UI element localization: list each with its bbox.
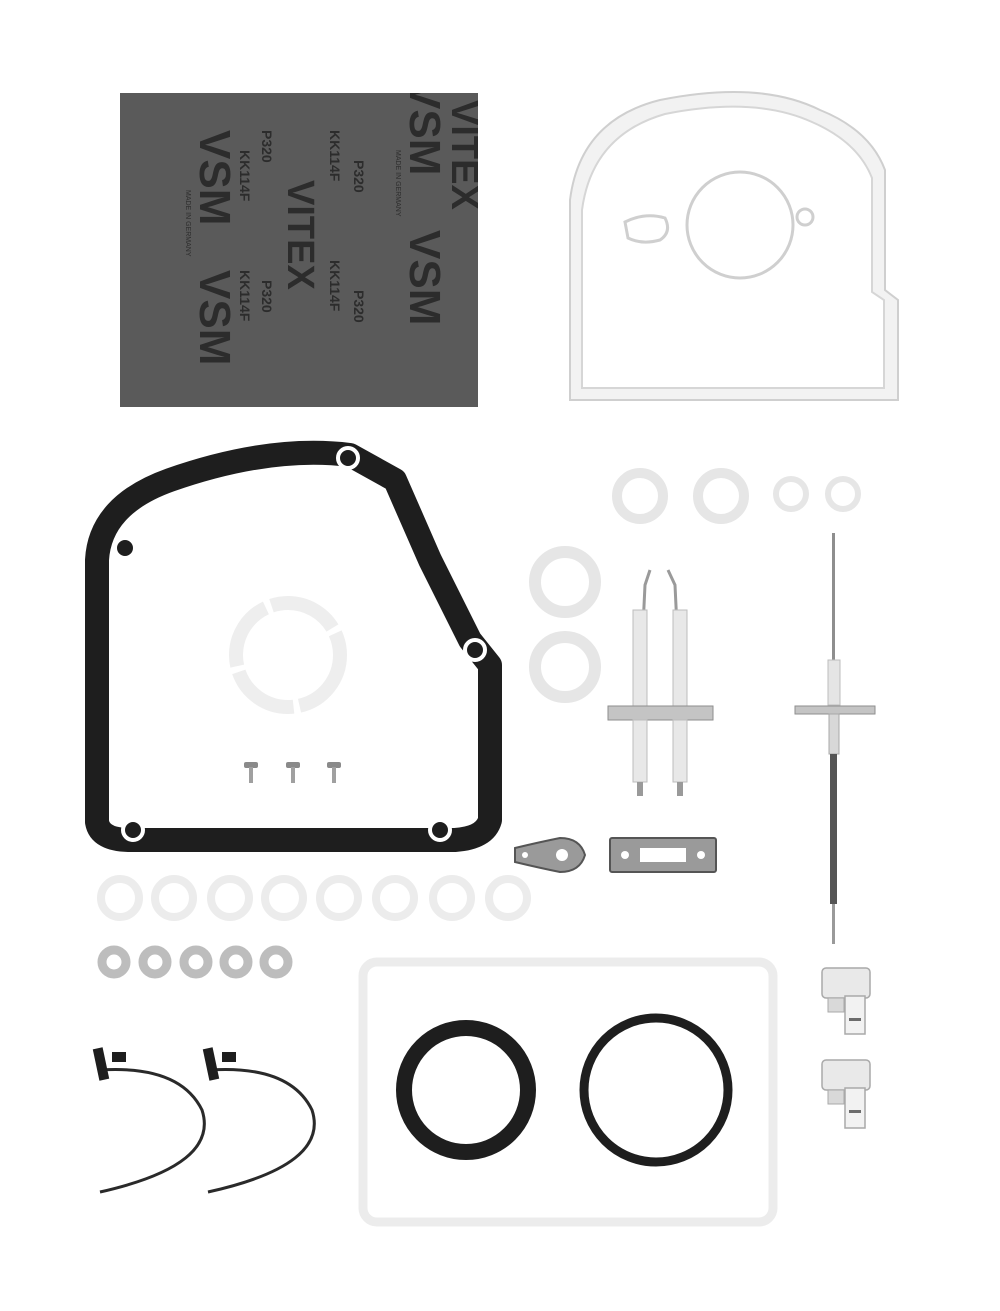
grey-washer	[259, 945, 293, 979]
sealing-ring-large	[529, 546, 601, 618]
grey-washer	[138, 945, 172, 979]
sealing-ring	[693, 468, 749, 524]
grey-washer-row	[97, 945, 293, 979]
sandpaper-grit: P320	[351, 290, 367, 323]
electrode-bracket	[607, 705, 714, 721]
white-rectangular-gasket	[358, 957, 778, 1227]
ignition-cable	[92, 1047, 206, 1194]
sandpaper-grit: P320	[259, 280, 275, 313]
sandpaper-brand-vsm: VSM	[400, 230, 449, 325]
sandpaper-brand-vsm: VSM	[400, 80, 449, 175]
sandpaper-brand-vsm: VSM	[190, 130, 239, 225]
white-ring	[207, 875, 253, 921]
gasket-bolt-hole	[428, 818, 452, 842]
white-ring	[261, 875, 307, 921]
rectangular-seal-set	[358, 957, 778, 1227]
sealing-ring-small	[825, 476, 861, 512]
black-o-ring-thin	[579, 1013, 733, 1167]
sandpaper-code: KK114F	[327, 260, 343, 312]
plate-slot-hole	[623, 214, 670, 244]
plate-bolt-hole	[795, 207, 815, 227]
screw	[327, 762, 341, 783]
valve-clip	[821, 967, 871, 1035]
sandpaper-surface	[120, 93, 478, 407]
sandpaper-code: KK114F	[237, 150, 253, 202]
sealing-ring-small	[773, 476, 809, 512]
white-ring	[316, 875, 362, 921]
valve-clip	[821, 1059, 871, 1129]
gasket-bolt-hole	[463, 638, 487, 662]
sandpaper-grit: P320	[259, 130, 275, 163]
sealing-ring	[612, 468, 668, 524]
white-ring	[485, 875, 531, 921]
sandpaper-origin: MADE IN GERMANY	[184, 190, 191, 257]
white-ring	[151, 875, 197, 921]
plate-center-hole	[685, 170, 795, 280]
burner-door-gasket	[85, 440, 502, 852]
small-screws	[244, 762, 341, 783]
white-split-ring	[229, 596, 347, 714]
white-ring	[372, 875, 418, 921]
grey-washer	[219, 945, 253, 979]
grey-washer	[179, 945, 213, 979]
sandpaper-grit: P320	[351, 160, 367, 193]
sandpaper-brand-vsm: VSM	[190, 270, 239, 365]
gasket-bolt-hole	[121, 818, 145, 842]
white-ring-row	[97, 875, 531, 921]
white-ring	[429, 875, 475, 921]
ignition-cable	[202, 1047, 316, 1194]
sandpaper-code: KK114F	[327, 130, 343, 182]
screw	[244, 762, 258, 783]
sandpaper-brand-vitex: VITEX	[279, 180, 321, 290]
screw	[286, 762, 300, 783]
sealing-ring-large	[529, 631, 601, 703]
sandpaper-code: KK114F	[237, 270, 253, 322]
sandpaper-sheet: VSM VSM MADE IN GERMANY KK114F KK114F P3…	[120, 80, 485, 407]
ignition-electrode	[607, 569, 714, 796]
small-flange-gasket	[514, 836, 587, 874]
gasket-bolt-hole	[113, 536, 137, 560]
ceramic-insulation-plate	[569, 91, 899, 401]
ionisation-probe	[794, 533, 876, 944]
rectangular-flange-gasket	[609, 837, 717, 873]
cable-connector	[92, 1047, 110, 1081]
gasket-bolt-hole	[336, 446, 360, 470]
black-o-ring-thick	[396, 1020, 536, 1160]
cable-connector	[202, 1047, 220, 1081]
top-sealing-rings	[612, 468, 861, 524]
sandpaper-brand-vitex: VITEX	[443, 100, 485, 210]
sandpaper-origin: MADE IN GERMANY	[394, 150, 401, 217]
white-ring	[97, 875, 143, 921]
probe-flange	[794, 705, 876, 715]
grey-washer	[97, 945, 131, 979]
